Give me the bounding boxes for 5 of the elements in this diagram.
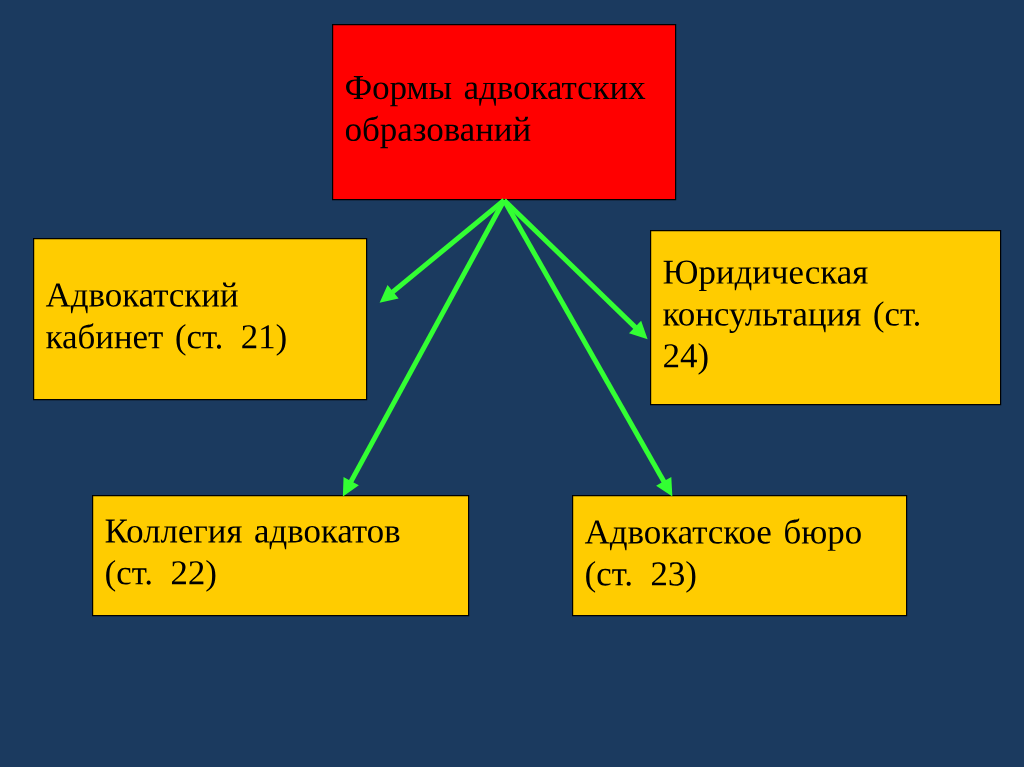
- category-box: Коллегия адвокатов (ст. 22): [92, 495, 470, 617]
- category-box: Адвокатское бюро (ст. 23): [572, 495, 908, 617]
- category-box: Адвокатский кабинет (ст. 21): [33, 238, 368, 401]
- category-box: Юридическая консультация (ст. 24): [650, 230, 1002, 406]
- title-box: Формы адвокатских образований: [332, 24, 677, 201]
